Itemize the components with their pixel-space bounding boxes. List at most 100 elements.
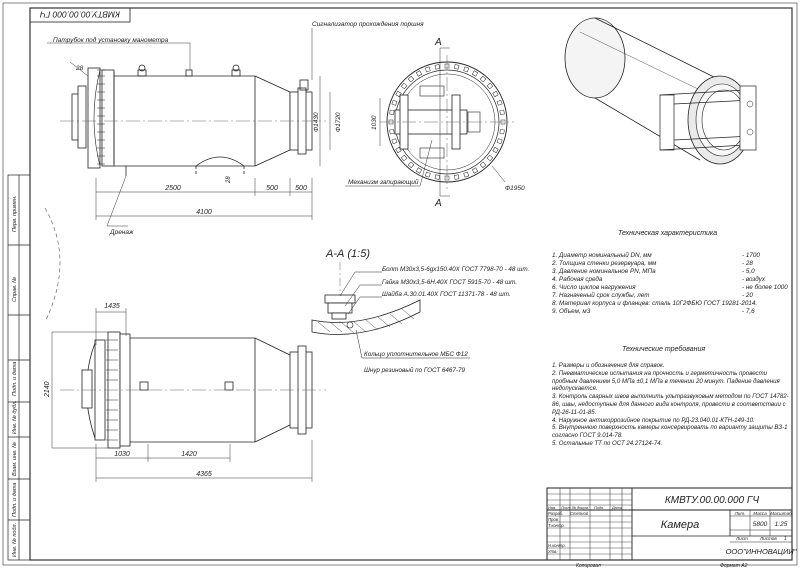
section-mark-a1: А bbox=[434, 37, 442, 48]
tb-tkontr: Т.контр. bbox=[548, 523, 565, 528]
side-perv: Перв. примен. bbox=[12, 195, 18, 232]
flange-bolt bbox=[434, 174, 440, 180]
title-block bbox=[546, 487, 793, 561]
dim-1420: 1420 bbox=[181, 451, 197, 458]
dim-1950: Ф1950 bbox=[505, 185, 525, 192]
side-elevation-view bbox=[60, 64, 326, 176]
tech-char-key: 9. Объем, м3 bbox=[552, 308, 591, 315]
callout-bolt: Болт М30х3,5-6gх150.40Х ГОСТ 7798-70 - 4… bbox=[382, 266, 529, 273]
tb-razrab-name: Степной bbox=[570, 511, 589, 516]
dim-1430: Ф1430 bbox=[313, 112, 320, 132]
flange-bolt bbox=[499, 129, 505, 135]
end-view bbox=[380, 55, 514, 189]
tech-char-row: 8. Материал корпуса и фланцев: сталь 10Г… bbox=[552, 300, 792, 308]
side-inv-dubl: Инв. № дубл. bbox=[12, 400, 18, 434]
tech-char-heading: Техническая характеристика bbox=[618, 230, 718, 237]
flange-bolt bbox=[424, 171, 431, 178]
plan-view bbox=[60, 331, 326, 449]
top-designation: КМВТУ.00.00.000 ГЧ bbox=[40, 10, 120, 20]
flange-bolt bbox=[471, 70, 479, 77]
tb-scale-label: Масштаб bbox=[770, 511, 792, 516]
side-view-dimlines bbox=[47, 28, 331, 227]
callout-manometer: Патрубок под установку манометра bbox=[53, 36, 169, 44]
tech-char-key: 3. Давление номинальное PN, МПа bbox=[552, 268, 656, 275]
dim-1720: Ф1720 bbox=[335, 112, 342, 132]
flange-bolt bbox=[391, 99, 398, 106]
tb-kopiroval: Копировал bbox=[576, 563, 601, 569]
dim-28b: 28 bbox=[226, 176, 232, 184]
tech-char-key: 1. Диаметр номинальный DN, мм bbox=[552, 252, 652, 259]
flange-bolt bbox=[479, 161, 487, 169]
tech-char-key: 2. Толщина стенки резервуара, мм bbox=[552, 260, 657, 267]
tech-char-row: 4. Рабочая среда- воздух bbox=[552, 276, 792, 284]
flange-bolt bbox=[486, 82, 494, 90]
tb-list: Лист bbox=[560, 506, 571, 510]
flange-bolt bbox=[496, 138, 503, 145]
tb-lit-label: Лит. bbox=[734, 511, 746, 516]
tb-name: Камера bbox=[661, 519, 700, 531]
dim-4365: 4365 bbox=[196, 471, 212, 478]
tech-char-key: 4. Рабочая среда bbox=[552, 276, 603, 283]
flange-bolt bbox=[415, 167, 423, 174]
flange-bolt bbox=[424, 66, 431, 73]
dim-2500: 2500 bbox=[164, 185, 181, 192]
tb-sheets: 1 bbox=[784, 536, 787, 542]
section-title: А-А (1:5) bbox=[325, 248, 370, 260]
tech-req-item: 2. Пневматические испытания на прочность… bbox=[552, 369, 780, 393]
tech-char-value: - 5,0 bbox=[742, 268, 755, 275]
callout-lock: Механизм запирающий bbox=[348, 178, 419, 186]
callout-washer: Шайба А.30.01.40Х ГОСТ 11371-78 - 48 шт. bbox=[382, 290, 511, 298]
dim-500a: 500 bbox=[266, 185, 278, 192]
tech-char-value: - 1700 bbox=[742, 252, 760, 259]
side-podp2: Подп. и дата bbox=[12, 483, 18, 517]
tech-req-item: 1. Размеры и обозначения для справок. bbox=[552, 362, 665, 369]
tb-utv: Утв. bbox=[548, 549, 558, 554]
plan-view-dimlines bbox=[51, 308, 313, 482]
dim-500b: 500 bbox=[295, 185, 307, 192]
callout-drain: Дренаж bbox=[109, 229, 134, 236]
door-swing-arc bbox=[44, 207, 61, 323]
flange-bolt bbox=[463, 66, 470, 73]
tech-char-row: 7. Назначеный срок службы, лет - 20 bbox=[552, 292, 792, 300]
tech-char-row: 6. Число циклов нагружения- не более 100… bbox=[552, 284, 792, 292]
tech-char-row: 1. Диаметр номинальный DN, мм - 1700 bbox=[552, 252, 792, 260]
side-podp1: Подп. и дата bbox=[12, 362, 18, 396]
flange-bolt bbox=[434, 64, 440, 70]
tb-nkontr: Н.контр. bbox=[548, 543, 566, 548]
flange-bolt bbox=[492, 146, 499, 154]
dim-1030b: 1030 bbox=[114, 451, 130, 458]
flange-bolt bbox=[454, 64, 460, 70]
dim-4100: 4100 bbox=[196, 209, 212, 216]
tb-ndoc: № докум. bbox=[572, 506, 589, 510]
tb-scale: 1:25 bbox=[775, 521, 788, 528]
tb-mass: 5800 bbox=[753, 521, 768, 528]
tech-char-key: 7. Назначеный срок службы, лет bbox=[552, 292, 650, 299]
flange-bolt bbox=[496, 99, 503, 106]
tb-designation: КМВТУ.00.00.000 ГЧ bbox=[665, 495, 759, 506]
flange-bolt bbox=[391, 138, 398, 145]
tech-char-key: 6. Число циклов нагружения bbox=[552, 284, 636, 291]
isometric-view bbox=[564, 17, 757, 165]
flange-bolt bbox=[454, 174, 460, 180]
flange-bolt bbox=[407, 161, 415, 169]
tb-sheets-label: Листов bbox=[759, 536, 777, 541]
tech-char-row: 2. Толщина стенки резервуара, мм- 28 bbox=[552, 260, 792, 268]
flange-bolt bbox=[389, 129, 395, 135]
tech-req-list: 1. Размеры и обозначения для справок.2. … bbox=[552, 362, 792, 448]
flange-bolt bbox=[463, 171, 470, 178]
tb-sheet-label: Лист bbox=[735, 536, 748, 541]
tech-char-row: 9. Объем, м3- 7,6 bbox=[552, 308, 792, 316]
flange-bolt bbox=[499, 109, 505, 115]
tb-podp: Подп. bbox=[594, 506, 604, 510]
callout-cord: Шнур резиновый по ГОСТ 6467-79 bbox=[364, 366, 466, 374]
tb-izm: Изм. bbox=[548, 506, 556, 510]
flange-bolt bbox=[479, 75, 487, 83]
tech-char-value: - 20 bbox=[742, 292, 753, 299]
side-vzam: Взам. инв. № bbox=[12, 442, 18, 476]
section-a-a-detail bbox=[311, 262, 470, 359]
dim-28: 28 bbox=[75, 65, 84, 72]
tech-char-key: 8. Материал корпуса и фланцев: сталь 10Г… bbox=[552, 300, 758, 307]
flange-bolt bbox=[400, 82, 408, 90]
